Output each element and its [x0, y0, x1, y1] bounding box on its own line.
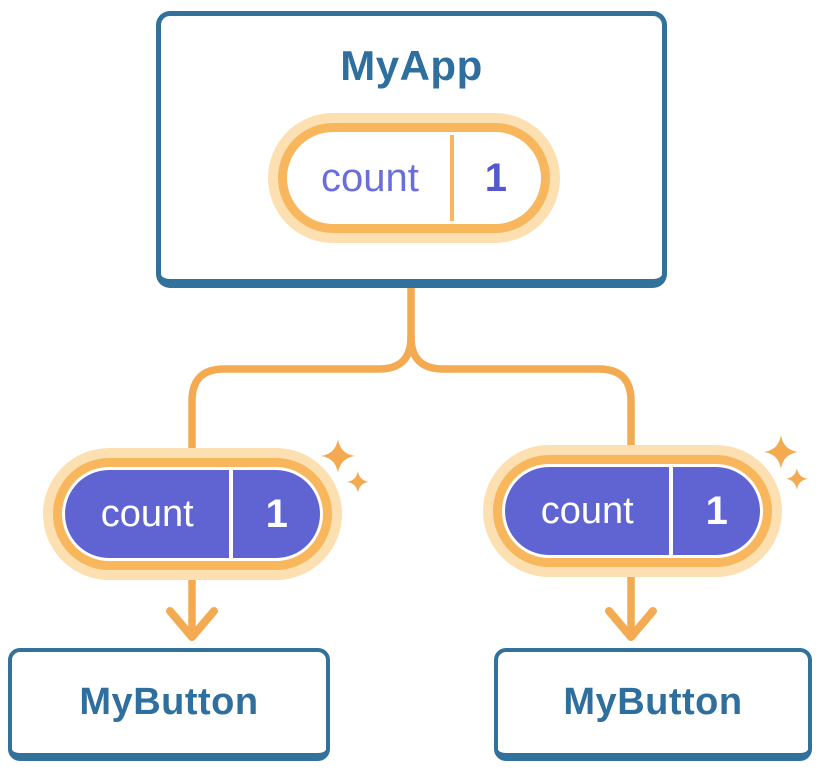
state-pill-divider [669, 467, 674, 555]
state-pill-right-button: count 1 [483, 445, 782, 577]
state-pill-body: count 1 [290, 135, 538, 221]
arrow-down-icon [166, 607, 218, 641]
state-key: count [100, 492, 194, 535]
state-pill-divider [229, 470, 234, 558]
state-value: 1 [265, 491, 288, 536]
state-pill-ring: count 1 [53, 458, 332, 570]
component-title: MyButton [563, 681, 743, 723]
component-title: MyButton [79, 681, 259, 723]
component-title: MyApp [340, 42, 483, 89]
sparkle-icon [786, 468, 808, 490]
state-pill-body: count 1 [65, 470, 320, 558]
state-pill-divider [449, 135, 454, 221]
arrow-down-icon [605, 607, 657, 641]
state-pill-ring: count 1 [278, 123, 550, 233]
component-card-mybutton-left: MyButton [8, 648, 330, 761]
state-pill-body: count 1 [505, 467, 760, 555]
state-pill-ring: count 1 [493, 455, 772, 567]
connector-branch-right [407, 333, 635, 638]
sparkle-icon [347, 471, 369, 493]
state-pill-left-button: count 1 [43, 448, 342, 580]
state-key: count [321, 155, 419, 200]
connector-branch-left [188, 333, 415, 638]
state-value: 1 [705, 488, 728, 533]
component-card-mybutton-right: MyButton [494, 648, 812, 761]
sparkle-icon [764, 435, 798, 469]
state-key: count [540, 489, 634, 532]
sparkle-icon [321, 439, 355, 473]
state-pill-myapp: count 1 [268, 113, 560, 243]
state-value: 1 [484, 155, 508, 200]
